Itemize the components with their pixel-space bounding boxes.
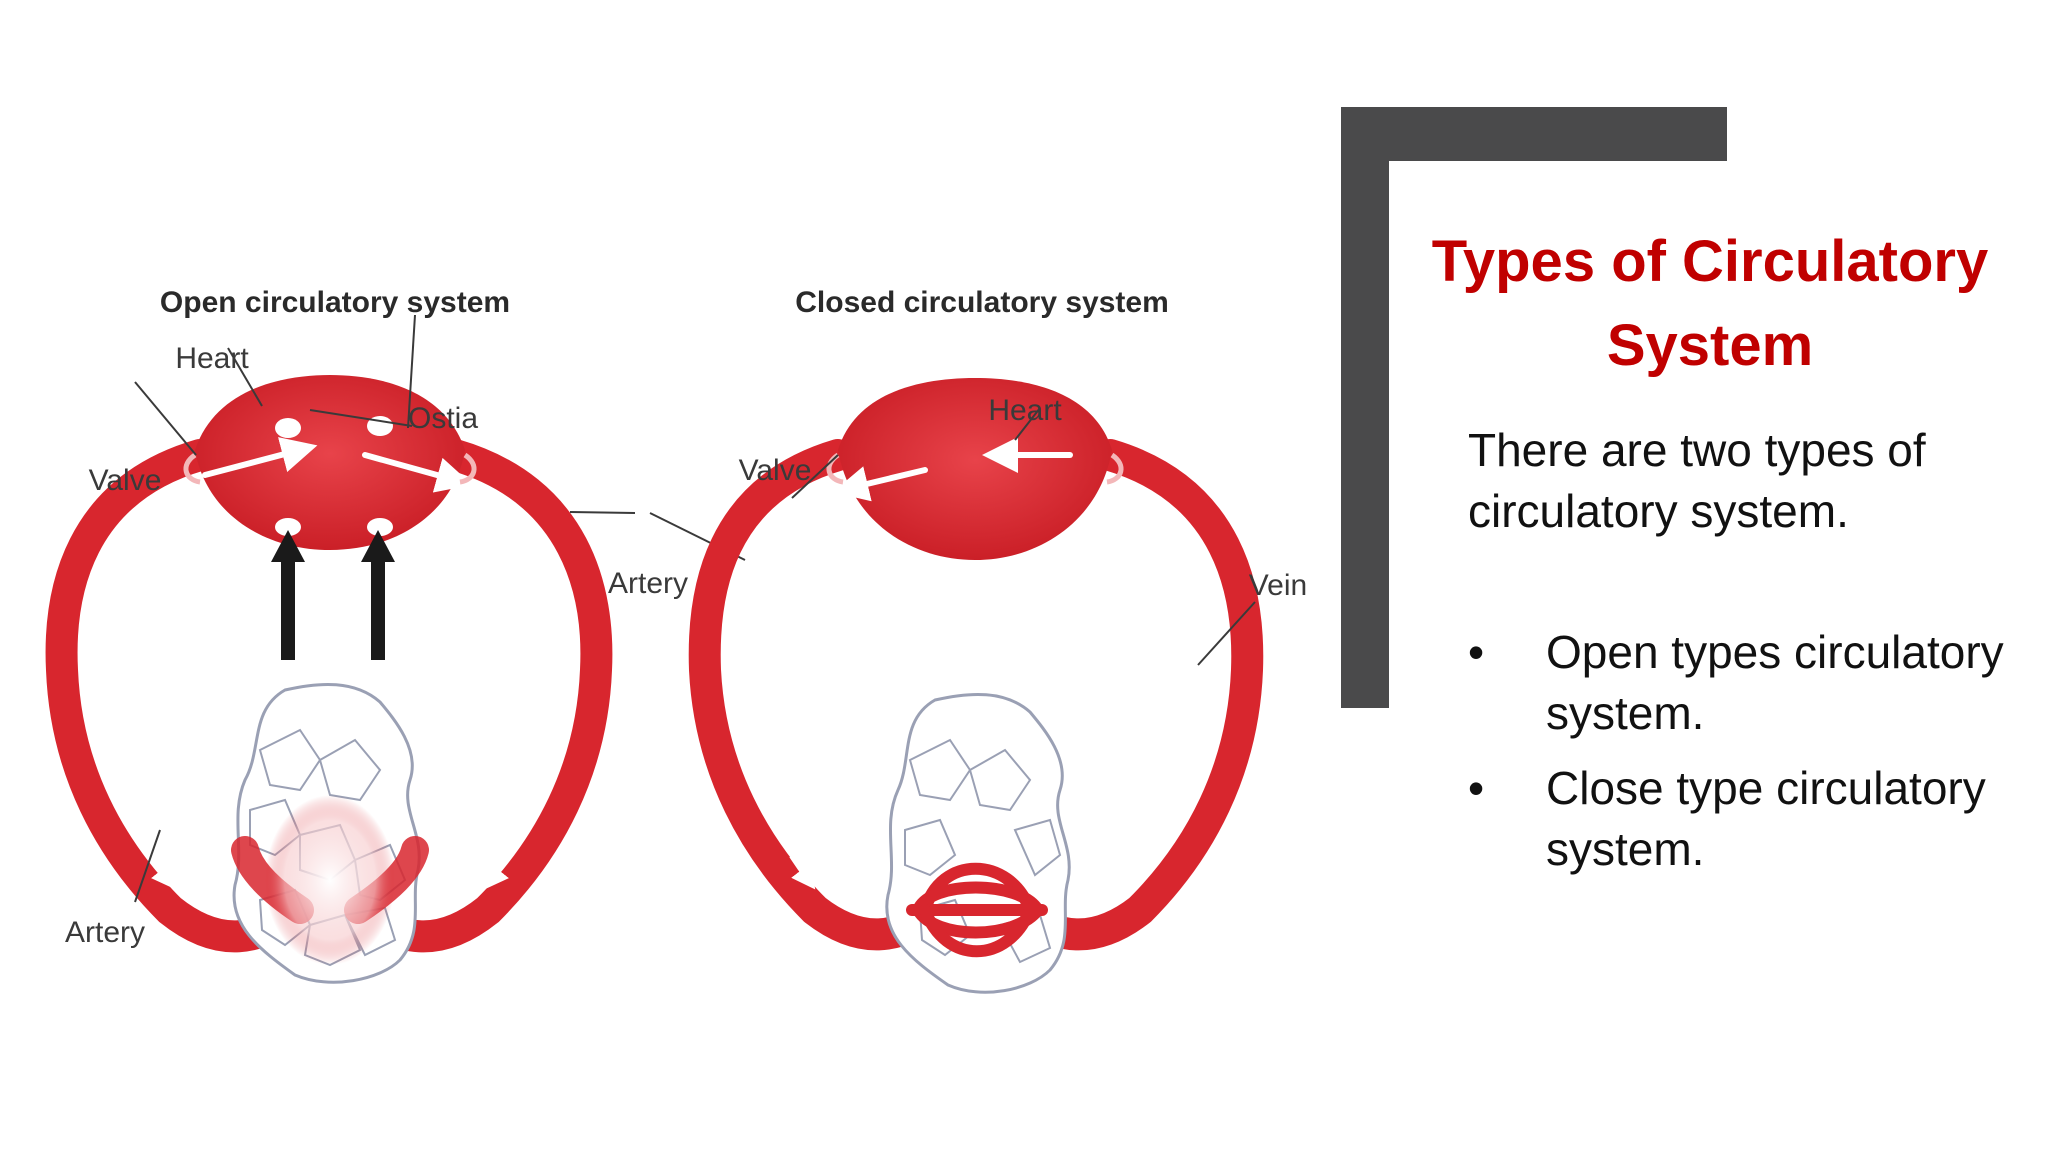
closed-system-title: Closed circulatory system — [795, 286, 1169, 319]
closed-callouts — [791, 407, 1256, 666]
bullet-list: • Open types circulatory system. • Close… — [1468, 622, 2038, 894]
closed-vessel-loop — [688, 439, 1264, 951]
open-system-title: Open circulatory system — [160, 286, 510, 319]
bullet-item: • Open types circulatory system. — [1468, 622, 2038, 744]
slide-title: Types of Circulatory System — [1431, 229, 1989, 378]
bullet-item: • Close type circulatory system. — [1468, 758, 2038, 880]
bullet-marker: • — [1468, 626, 1485, 678]
closed-tissue — [885, 693, 1071, 994]
frame-bar-top — [1341, 107, 1727, 161]
artery-shared-label: Artery — [608, 567, 688, 600]
circulatory-diagram: Open circulatory system Heart Ostia Valv… — [0, 110, 1340, 1060]
open-vessel-loop — [45, 439, 613, 953]
ostium — [367, 518, 393, 536]
slide-intro: There are two types of circulatory syste… — [1468, 424, 1926, 537]
open-callouts — [134, 314, 636, 903]
frame-bar-left — [1341, 107, 1389, 708]
closed-valve-label: Valve — [739, 454, 812, 487]
bullet-text: Open types circulatory system. — [1546, 626, 2004, 739]
open-system: Open circulatory system Heart Ostia Valv… — [45, 286, 688, 984]
closed-system: Closed circulatory system Heart Valve Ve… — [688, 286, 1307, 994]
open-inflow-arrows — [271, 530, 395, 660]
bullet-text: Close type circulatory system. — [1546, 762, 1986, 875]
closed-heart — [826, 378, 1124, 560]
capillary-bed — [906, 862, 1048, 958]
open-artery-lower-label: Artery — [65, 916, 145, 949]
open-tissue — [231, 683, 429, 984]
open-heart — [183, 375, 477, 550]
ostium — [275, 518, 301, 536]
circulatory-diagram-svg: Open circulatory system Heart Ostia Valv… — [45, 286, 1307, 994]
open-valve-label: Valve — [89, 464, 162, 497]
bullet-marker: • — [1468, 762, 1485, 814]
open-ostia-label: Ostia — [408, 402, 478, 435]
open-heart-label: Heart — [175, 342, 249, 375]
closed-heart-label: Heart — [988, 394, 1062, 427]
ostium — [275, 418, 301, 438]
closed-vein-label: Vein — [1249, 569, 1307, 602]
